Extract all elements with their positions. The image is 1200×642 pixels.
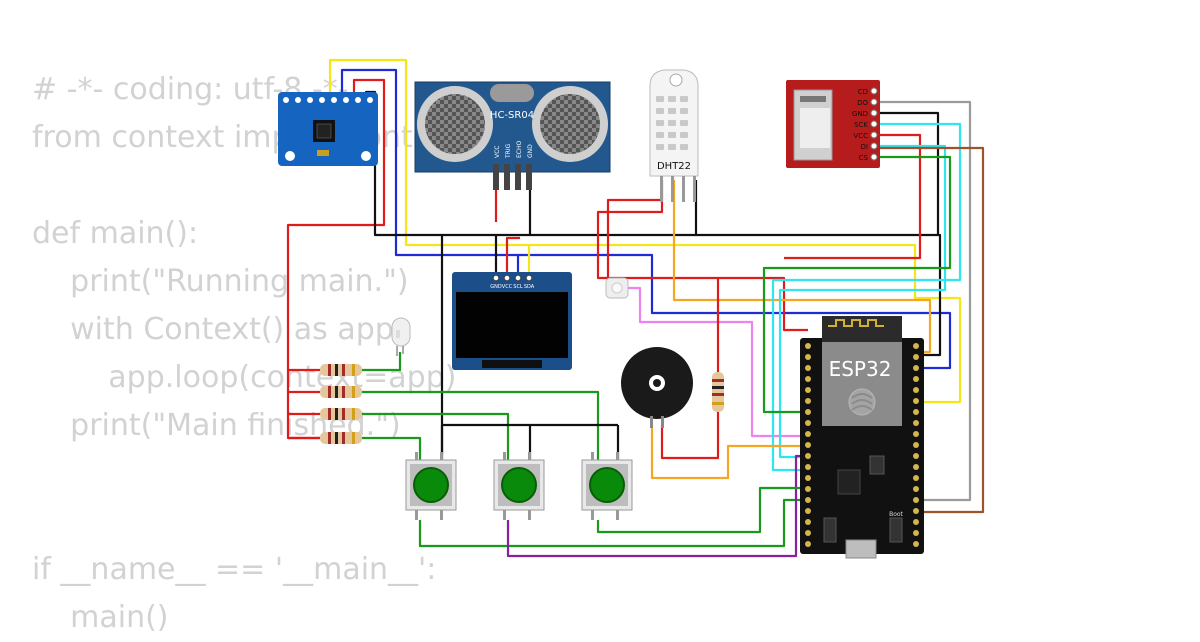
sd-pin-vcc: VCC: [853, 132, 868, 140]
wire-green-led[interactable]: [362, 352, 402, 372]
ultrasonic-label: HC-SR04: [490, 110, 534, 121]
wire-orange-dht[interactable]: [672, 180, 932, 354]
wire-red-sd-vcc[interactable]: [784, 133, 922, 260]
mpu6050-module[interactable]: [278, 92, 378, 166]
wire-green-r4[interactable]: [362, 436, 422, 462]
ultrasonic-sensor[interactable]: HC-SR04 VCC TRIG ECHO GND: [414, 81, 611, 190]
wire-orange-buzzer[interactable]: [650, 425, 808, 480]
wire-cyan-sd-di[interactable]: [778, 144, 947, 459]
wire-cyan-sd-sck[interactable]: [771, 122, 962, 472]
wire-red-resistors[interactable]: [288, 368, 320, 440]
wire-green-btn1[interactable]: [418, 498, 808, 548]
pushbutton-2[interactable]: [493, 452, 545, 520]
pushbutton-1[interactable]: [405, 452, 457, 520]
sd-pin-cs: CS: [859, 154, 869, 162]
esp32-board[interactable]: ESP32 Boot: [800, 316, 924, 559]
esp32-label: ESP32: [829, 357, 892, 381]
esp32-boot-label: Boot: [889, 511, 903, 518]
dht22-label: DHT22: [657, 161, 691, 172]
wire-purple-btn2[interactable]: [506, 454, 808, 558]
sd-pin-gnd: GND: [852, 110, 868, 118]
wire-red-dht-led[interactable]: [606, 198, 662, 278]
ultrasonic-pin-echo: ECHO: [516, 141, 523, 158]
ultrasonic-pin-trig: TRIG: [505, 143, 512, 159]
wire-pink-led[interactable]: [628, 286, 808, 438]
sd-pin-do: DO: [857, 99, 868, 107]
wire-green-r3[interactable]: [362, 412, 510, 462]
wire-red-oled-vcc[interactable]: [505, 236, 520, 275]
wire-brown-sd-di[interactable]: [878, 146, 985, 514]
wire-black-buttons-bus[interactable]: [440, 423, 620, 462]
pushbutton-3[interactable]: [581, 452, 633, 520]
oled-pin-sda: SDA: [524, 284, 535, 290]
resistor-2[interactable]: [320, 386, 362, 398]
sd-pin-cd: CD: [858, 88, 868, 96]
resistor-3[interactable]: [320, 408, 362, 420]
sd-pin-sck: SCK: [854, 121, 868, 129]
code-line: if __name__ == '__main__':: [32, 552, 437, 587]
wire-red-dht[interactable]: [596, 180, 808, 332]
oled-pin-vcc: VCC: [502, 284, 513, 290]
wire-green-r2[interactable]: [362, 390, 600, 462]
buzzer[interactable]: [621, 347, 693, 428]
oled-pin-gnd: GND: [490, 284, 502, 290]
resistor-1[interactable]: [320, 364, 362, 376]
dht22-sensor[interactable]: DHT22: [649, 69, 699, 202]
code-line: print("Running main."): [32, 264, 409, 299]
ultrasonic-pin-vcc: VCC: [494, 146, 501, 158]
wire-green-btn3[interactable]: [596, 486, 808, 534]
code-line: app.loop(context=app): [32, 360, 457, 395]
white-led[interactable]: [391, 317, 411, 356]
rgb-led[interactable]: [605, 277, 629, 299]
code-line: main(): [32, 600, 169, 635]
sd-pin-di: DI: [861, 143, 868, 151]
wire-red-buzzer[interactable]: [660, 404, 720, 460]
code-line: def main():: [32, 216, 199, 251]
ultrasonic-pin-gnd: GND: [527, 144, 534, 158]
wire-green-sd-cs[interactable]: [762, 155, 952, 414]
wire-black-sd-gnd[interactable]: [878, 111, 940, 236]
resistor-4[interactable]: [320, 432, 362, 444]
oled-display[interactable]: GND VCC SCL SDA: [452, 272, 572, 370]
wire-blue-mpu[interactable]: [340, 68, 952, 370]
wire-yellow-mpu[interactable]: [328, 58, 962, 404]
oled-pin-scl: SCL: [513, 284, 523, 290]
sd-card-module[interactable]: CD DO GND SCK VCC DI CS: [786, 80, 880, 168]
resistor-buzzer[interactable]: [712, 372, 724, 412]
wire-gray-sd-do[interactable]: [878, 100, 972, 502]
